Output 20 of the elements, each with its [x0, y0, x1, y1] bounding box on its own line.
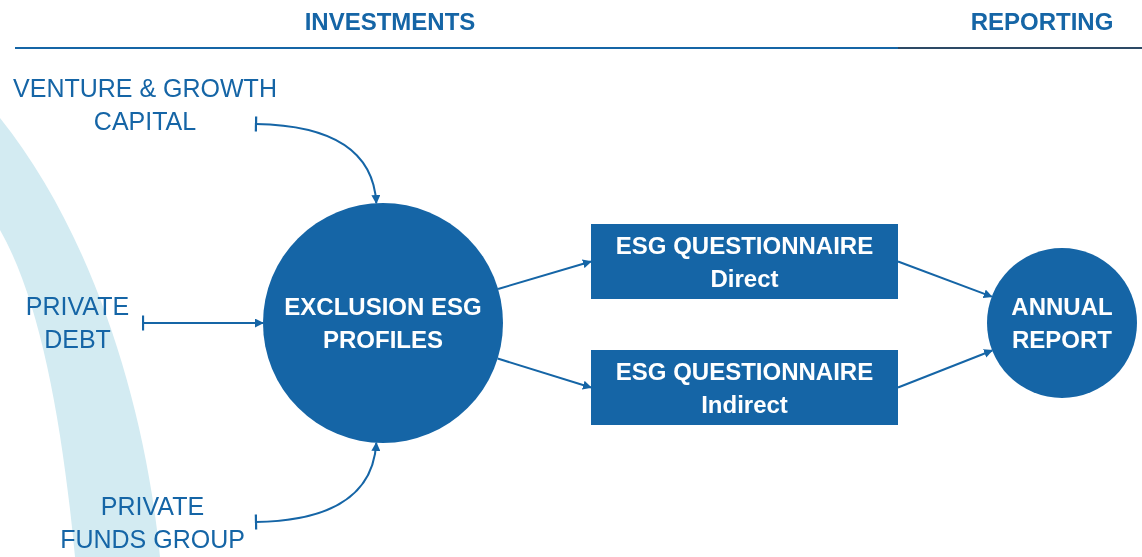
- process-box: [591, 350, 898, 425]
- column-heading: REPORTING: [970, 8, 1114, 36]
- process-box: [591, 224, 898, 299]
- arrow: [254, 441, 380, 531]
- box-title: EXCLUSION ESG PROFILES: [283, 292, 483, 355]
- column-heading: INVESTMENTS: [304, 8, 476, 36]
- source-label: PRIVATE DEBT: [15, 290, 140, 358]
- box-subtitle: Indirect: [701, 389, 788, 420]
- arrow: [897, 260, 993, 299]
- box-title: ESG QUESTIONNAIRE: [615, 356, 874, 387]
- arrow: [897, 349, 994, 389]
- arrow: [254, 115, 380, 205]
- source-label: VENTURE & GROWTH CAPITAL: [5, 72, 285, 140]
- box-title: ANNUAL REPORT: [1010, 292, 1114, 355]
- arrow: [497, 259, 592, 290]
- box-title: ESG QUESTIONNAIRE: [615, 230, 874, 261]
- box-subtitle: Direct: [710, 263, 779, 294]
- source-label: PRIVATE FUNDS GROUP: [55, 490, 250, 557]
- arrow: [141, 314, 264, 332]
- arrow: [496, 357, 592, 390]
